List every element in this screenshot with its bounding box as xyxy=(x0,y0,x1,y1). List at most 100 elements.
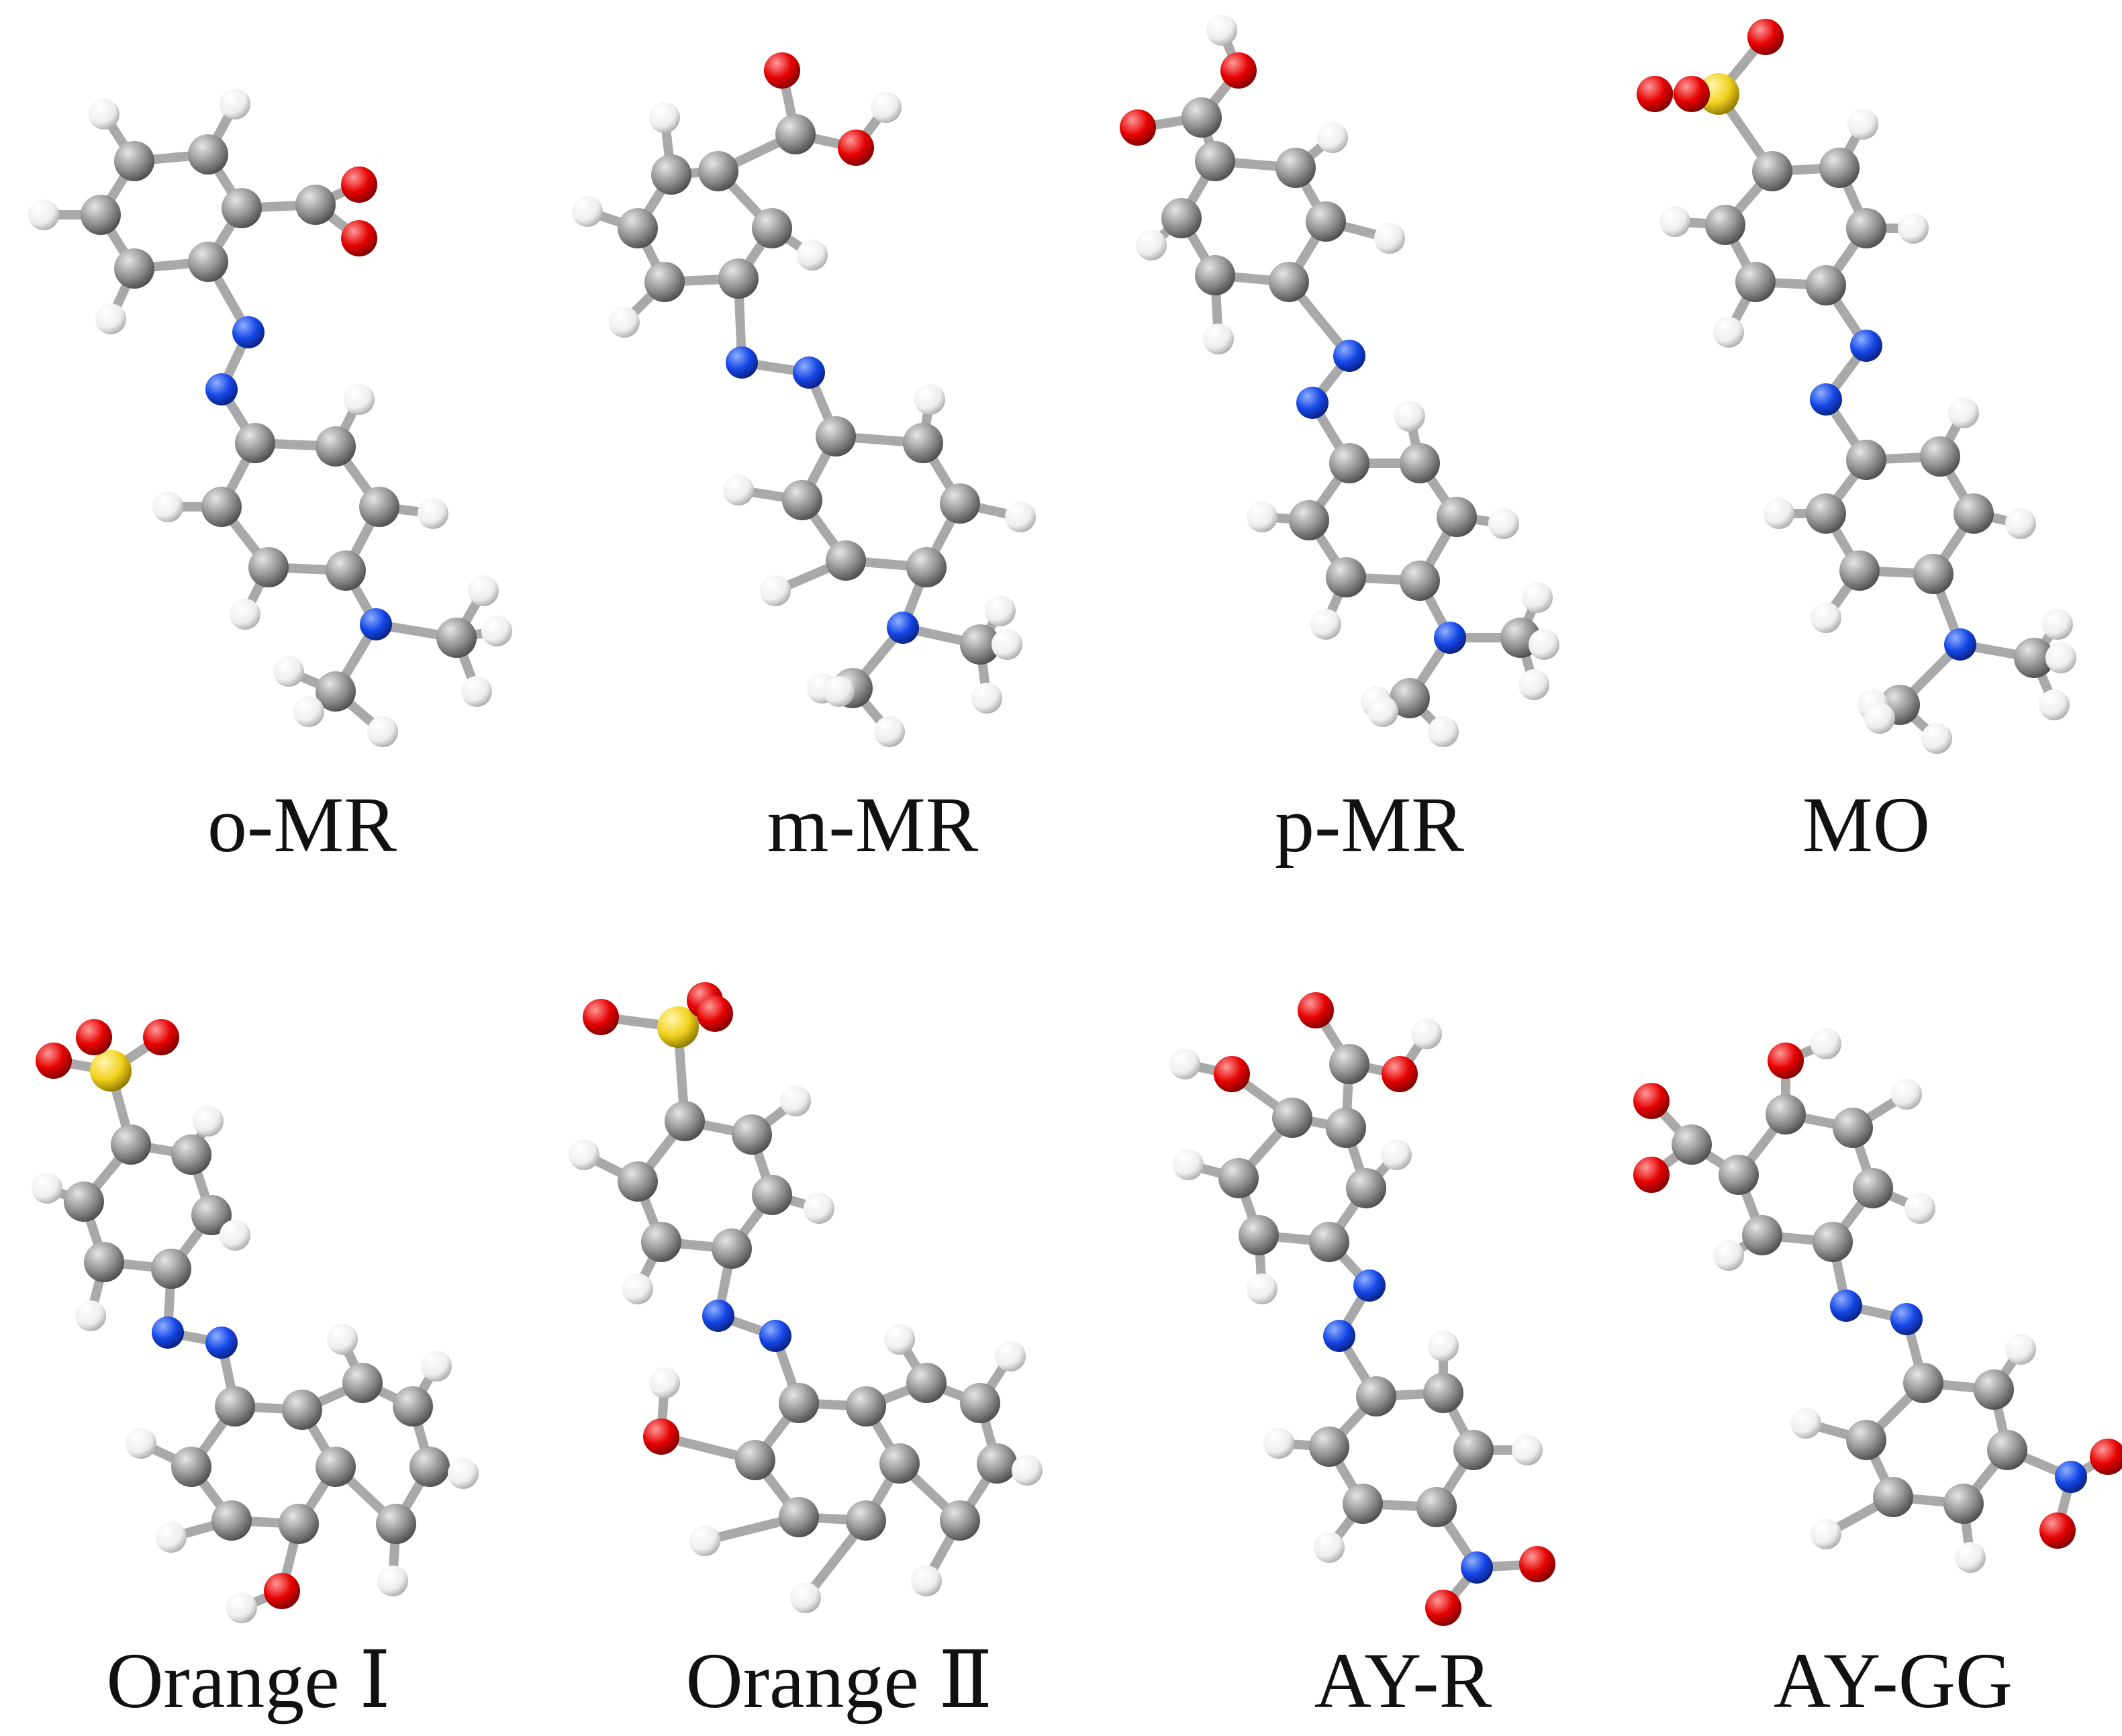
hydrogen-atom xyxy=(367,716,398,747)
carbon-atom xyxy=(960,1383,1000,1423)
carbon-atom xyxy=(1839,550,1880,591)
hydrogen-atom xyxy=(1864,703,1895,734)
carbon-atom xyxy=(111,1124,151,1165)
oxygen-atom xyxy=(1747,19,1784,55)
oxygen-atom xyxy=(697,996,733,1032)
carbon-atom xyxy=(846,1386,886,1427)
hydrogen-atom xyxy=(1012,1455,1043,1486)
sulfur-atom xyxy=(1698,73,1739,115)
carbon-atom xyxy=(1289,500,1329,540)
carbon-atom xyxy=(775,114,816,154)
hydrogen-atom xyxy=(1948,397,1979,428)
carbon-atom xyxy=(618,1161,658,1202)
hydrogen-atom xyxy=(760,575,791,606)
nitrogen-atom xyxy=(759,1320,791,1352)
hydrogen-atom xyxy=(1005,501,1036,532)
carbon-atom xyxy=(1239,1215,1279,1255)
oxygen-atom xyxy=(1382,1056,1418,1092)
oxygen-atom xyxy=(2039,1512,2076,1549)
hydrogen-atom xyxy=(1136,230,1167,260)
carbon-atom xyxy=(359,487,399,527)
nitrogen-atom xyxy=(1890,1303,1923,1335)
carbon-atom xyxy=(732,1114,772,1155)
molecule-1 xyxy=(28,89,512,747)
oxygen-atom xyxy=(838,130,874,166)
carbon-atom xyxy=(1423,1373,1463,1413)
carbon-atom xyxy=(779,1497,819,1537)
hydrogen-atom xyxy=(1713,1240,1744,1271)
hydrogen-atom xyxy=(2045,642,2076,673)
nitrogen-atom xyxy=(1296,387,1329,419)
carbon-atom xyxy=(342,1363,383,1403)
nitrogen-atom xyxy=(2055,1461,2087,1493)
carbon-atom xyxy=(81,195,121,235)
molecule-5 xyxy=(32,1019,479,1623)
hydrogen-atom xyxy=(448,1458,479,1489)
hydrogen-atom xyxy=(327,1324,358,1355)
carbon-atom xyxy=(779,1383,819,1423)
carbon-atom xyxy=(326,550,366,591)
oxygen-atom xyxy=(143,1019,179,1055)
hydrogen-atom xyxy=(790,1582,821,1613)
oxygen-atom xyxy=(1425,1590,1461,1626)
hydrogen-atom xyxy=(1811,602,1841,633)
hydrogen-atom xyxy=(824,676,855,707)
molecule-7 xyxy=(1169,992,1555,1626)
carbon-atom xyxy=(1195,255,1235,295)
hydrogen-atom xyxy=(421,1351,452,1382)
hydrogen-atom xyxy=(1310,609,1341,640)
oxygen-atom xyxy=(341,166,377,203)
carbon-atom xyxy=(1846,440,1886,480)
hydrogen-atom xyxy=(1847,109,1878,140)
hydrogen-atom xyxy=(1206,15,1237,46)
hydrogen-atom xyxy=(2005,1334,2036,1365)
hydrogen-atom xyxy=(75,1300,106,1331)
molecule-4 xyxy=(1637,19,2076,754)
carbon-atom xyxy=(409,1447,450,1487)
carbon-atom xyxy=(2014,638,2054,678)
hydrogen-atom xyxy=(230,599,260,630)
carbon-atom xyxy=(1672,1124,1712,1165)
carbon-atom xyxy=(1806,265,1846,305)
carbon-atom xyxy=(1400,561,1440,601)
nitrogen-atom xyxy=(726,346,758,379)
hydrogen-atom xyxy=(95,303,126,334)
nitrogen-atom xyxy=(152,1316,184,1349)
carbon-atom xyxy=(279,1504,319,1544)
hydrogen-atom xyxy=(377,1565,408,1596)
hydrogen-atom xyxy=(723,475,754,505)
oxygen-atom xyxy=(1633,1083,1670,1119)
hydrogen-atom xyxy=(152,491,183,522)
carbon-atom xyxy=(641,1222,681,1262)
carbon-atom xyxy=(1269,262,1309,302)
carbon-atom xyxy=(1987,1430,2027,1470)
carbon-atom xyxy=(651,154,691,195)
hydrogen-atom xyxy=(884,1324,915,1355)
oxygen-atom xyxy=(1768,1043,1804,1079)
carbon-atom xyxy=(752,208,792,248)
oxygen-atom xyxy=(1633,1157,1670,1193)
carbon-atom xyxy=(1309,1427,1349,1467)
carbon-atom xyxy=(248,547,289,587)
carbon-atom xyxy=(644,262,685,302)
label-p-mr: p-MR xyxy=(1275,781,1464,869)
hydrogen-atom xyxy=(1394,401,1425,432)
hydrogen-atom xyxy=(649,1367,680,1398)
oxygen-atom xyxy=(1120,109,1156,146)
carbon-atom xyxy=(718,258,759,299)
hydrogen-atom xyxy=(1764,498,1794,529)
hydrogen-atom xyxy=(1811,1028,1841,1059)
carbon-atom xyxy=(1954,493,1994,534)
oxygen-atom xyxy=(1214,1056,1250,1092)
carbon-atom xyxy=(201,487,242,527)
carbon-atom xyxy=(1400,443,1440,483)
hydrogen-atom xyxy=(689,1525,720,1556)
carbon-atom xyxy=(1813,1222,1853,1262)
carbon-atom xyxy=(735,1440,775,1480)
hydrogen-atom xyxy=(418,498,448,529)
carbon-atom xyxy=(171,1135,211,1175)
hydrogen-atom xyxy=(1921,723,1952,754)
hydrogen-atom xyxy=(1203,324,1234,354)
carbon-atom xyxy=(1833,1108,1873,1148)
hydrogen-atom xyxy=(914,384,945,415)
